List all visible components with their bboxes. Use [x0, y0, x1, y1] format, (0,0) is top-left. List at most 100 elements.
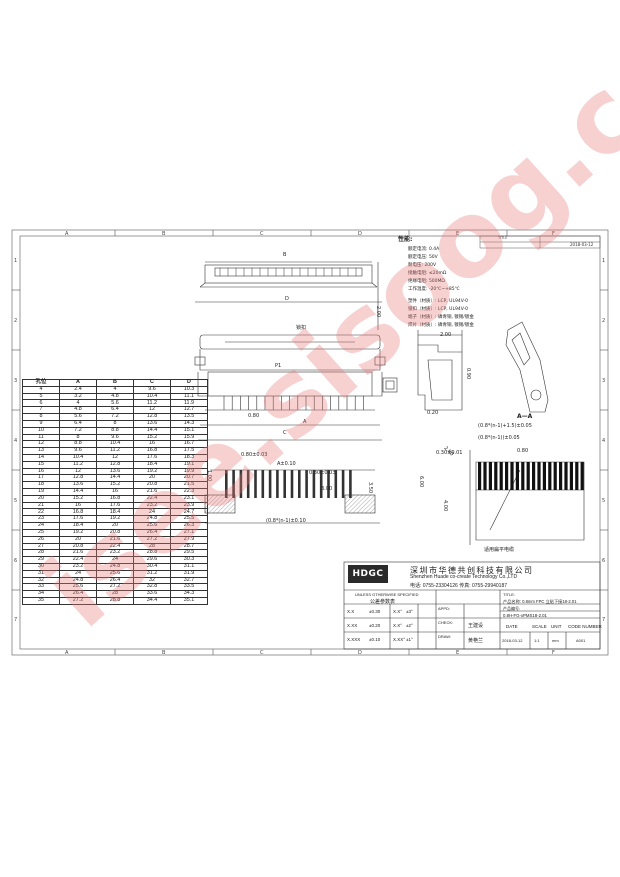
footprint-pad [283, 470, 286, 498]
ffc-conductor [532, 462, 536, 490]
tol-cell: ±0.30 [369, 609, 381, 614]
tol-cell: X.X° [393, 623, 403, 628]
notes-title: 性能: [398, 236, 413, 243]
scale-label: SCALE [532, 624, 547, 629]
table-cell: 5 [22, 392, 60, 401]
ffc-conductor [483, 462, 487, 490]
footprint-pad [261, 470, 265, 498]
note-line: 额定电压: 50V [408, 255, 438, 260]
zone-label: C [260, 231, 264, 237]
drawer-name: 黄艳兰 [468, 638, 484, 644]
tolerance-title-cn: 公差参数表 [370, 599, 396, 605]
note-line: 工作温度: -20℃~+85℃ [408, 287, 460, 292]
table-cell: 8.8 [96, 426, 134, 435]
dim-label: A [303, 419, 307, 425]
code-label: CODE NUMBER [568, 624, 602, 629]
footprint-pad [305, 470, 308, 498]
footprint-pad [327, 470, 330, 498]
material-line: 焊片（材质）: 磷青铜, 镀锡/镀金 [408, 323, 474, 328]
table-cell: 10.4 [133, 392, 171, 401]
footprint-pad [312, 470, 316, 498]
zone-label: D [358, 650, 362, 656]
dim-label: 3.00 [321, 486, 333, 492]
zone-label: 3 [602, 378, 606, 384]
company-logo: HDGC [348, 565, 388, 583]
checker-name: 王建设 [468, 623, 484, 629]
footprint-pad [298, 470, 301, 498]
footprint-pad [276, 470, 279, 498]
code-value: A001 [576, 638, 586, 643]
zone-label: 2 [14, 318, 18, 324]
front-view-pins [223, 396, 364, 410]
ffc-conductor [564, 462, 568, 490]
ffc-conductor [478, 462, 482, 490]
ffc-conductor [548, 462, 552, 490]
dim-label: 0.80 [248, 413, 260, 419]
revision-date: 2018-03-12 [570, 242, 594, 247]
dim-label: A±0.10 [277, 461, 296, 467]
table-cell: 35.1 [170, 597, 208, 605]
dim-label: B [283, 252, 287, 258]
zone-label: E [456, 231, 460, 237]
table-cell: 4.8 [96, 392, 134, 401]
footprint-pad [239, 470, 243, 498]
zone-label: 2 [602, 318, 606, 324]
lock-label: 锁扣 [296, 325, 307, 331]
table-cell: 21 [22, 501, 60, 510]
ffc-conductor [559, 462, 563, 490]
tol-cell: ±2° [406, 623, 413, 628]
zone-label: B [162, 231, 166, 237]
material-line: 塑件（材质）: LCP, UL94V-0 [408, 299, 468, 304]
zone-label: 5 [602, 498, 606, 504]
dim-label: C [283, 430, 287, 436]
footprint-pad [341, 470, 345, 498]
footprint-pad [232, 470, 235, 498]
tol-cell: ±0.10 [369, 637, 381, 642]
tol-cell: ±1° [406, 637, 413, 642]
dim-label: 0.80 [517, 448, 529, 454]
title-value: 产品名称: 0.8mm FPC 立贴下接18-2.01 [503, 599, 577, 604]
ffc-conductor [510, 462, 514, 490]
dim-label: 6.00 [418, 476, 424, 488]
footprint-pad [246, 470, 250, 498]
ffc-conductor [580, 462, 584, 490]
dim-label: (0.8*(n-1)±0.10 [266, 518, 306, 524]
zone-label: 4 [602, 438, 606, 444]
dim-label: (0.8*(n-1))±0.05 [478, 435, 520, 441]
ffc-conductor [537, 462, 541, 490]
top-view-pins [219, 268, 357, 276]
section-label: A—A [517, 413, 533, 420]
zone-label: 5 [14, 498, 18, 504]
tol-cell: X.XXX [347, 637, 361, 642]
zone-label: B [162, 650, 166, 656]
unit-label: UNIT [551, 624, 562, 629]
draw-label: DRAW: [438, 634, 452, 639]
zone-label: A [65, 650, 69, 656]
ffc-conductor [526, 462, 530, 490]
zone-label: C [260, 650, 264, 656]
table-cell: 10 [22, 426, 60, 435]
material-line: 端子（材质）: 磷青铜, 镀锡/镀金 [408, 315, 474, 320]
zone-label: F [552, 650, 555, 656]
date-label: DATE [506, 624, 518, 629]
footprint-pads [225, 470, 352, 498]
footprint-pad [290, 470, 294, 498]
zone-label: 7 [602, 617, 606, 623]
zone-label: D [358, 231, 362, 237]
dim-label: 2.00 [440, 332, 452, 338]
dim-label: 4.00 [442, 500, 448, 512]
footprint-pad [254, 470, 257, 498]
title-label: TITLE: [503, 592, 516, 597]
footprint-pad [349, 470, 352, 498]
appd-label: APPD: [438, 606, 451, 611]
ffc-conductor [553, 462, 557, 490]
zone-label: 3 [14, 378, 18, 384]
part-label: 产品编号: [503, 606, 521, 611]
scale-value: 1:1 [534, 638, 540, 643]
dim-label: (0.8*(n-1)+1.5)±0.05 [478, 423, 532, 429]
